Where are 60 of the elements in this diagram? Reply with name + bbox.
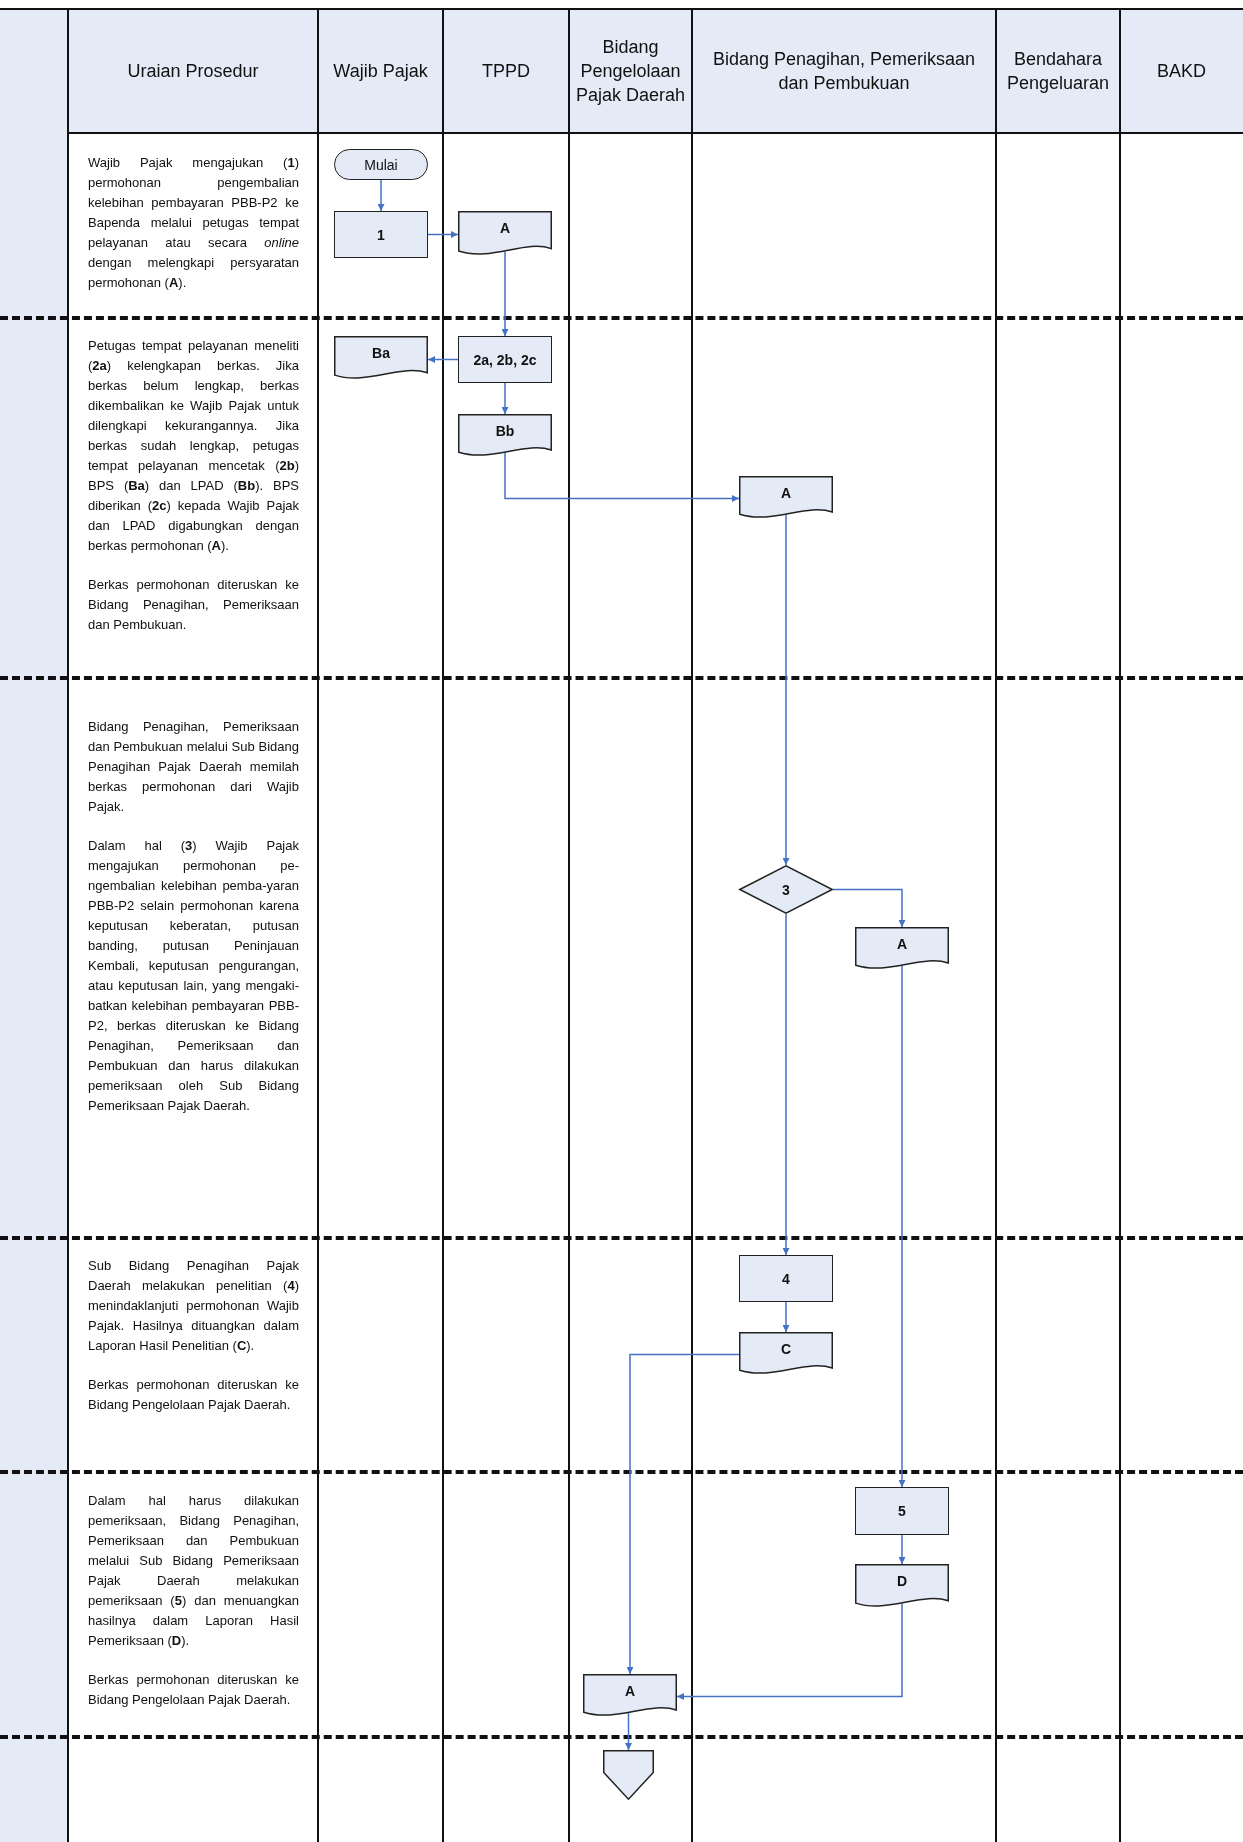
document-shape — [458, 414, 552, 459]
node-label: 1 — [377, 226, 385, 243]
process-box — [739, 1255, 833, 1302]
procedure-text: Berkas permohonan diteruskan ke Bidang Penagihan, Pemeriksaan dan Pembukuan. — [88, 576, 299, 634]
process-box — [855, 1487, 949, 1535]
process-box — [458, 336, 552, 383]
arrow — [832, 888, 906, 928]
node-label: A — [780, 485, 792, 501]
document-shape — [739, 476, 833, 521]
off-page-connector — [603, 1750, 654, 1800]
procedure-text: Sub Bidang Penagihan Pajak Daerah melakukan penelitian (4) menindaklanjuti permohonan Wajib Pajak. Hasilnya dituangkan dalam Laporan Hasil Penelitian (C). — [88, 1257, 299, 1355]
document-shape — [855, 927, 949, 972]
node-label: A — [499, 220, 511, 236]
node-label: 3 — [782, 881, 790, 898]
lane-title: Bidang Penagihan, Pemeriksaan dan Pembukuan — [711, 48, 977, 95]
arrow — [898, 1534, 906, 1565]
node-label: Bb — [495, 423, 515, 439]
arrow — [427, 356, 459, 363]
arrow — [782, 1301, 790, 1333]
arrow — [501, 382, 509, 415]
arrow — [676, 1602, 903, 1700]
arrow — [377, 179, 385, 212]
document-shape — [739, 1332, 833, 1377]
procedure-text: Dalam hal (3) Wajib Pajak mengajukan permohonan pe-ngembalian kelebihan pemba-yaran PBB-P2 selain permohonan karena keputusan keberatan, putusan banding, putusan Peninjauan Kembali, keputusan pengurangan, atau keputusan lain, yang mengaki-batkan kelebihan pembayaran PBB-P2, berkas diteruskan ke Bidang Penagihan, Pemeriksaan dan Pembukuan dan harus dilakukan pemeriksaan oleh Sub Bidang Pemeriksaan Pajak Daerah. — [88, 837, 299, 1115]
terminator-shape — [334, 149, 428, 180]
lane-title: TPPD — [482, 60, 530, 83]
node-label: 5 — [898, 1503, 906, 1519]
document-shape — [583, 1674, 677, 1719]
arrow — [504, 451, 740, 502]
lane-title: BAKD — [1157, 60, 1206, 83]
procedure-text: Dalam hal harus dilakukan pemeriksaan, Bidang Penagihan, Pemeriksaan dan Pembukuan melalui Sub Bidang Pemeriksaan Pajak Daerah melakukan pemeriksaan (5) dan menuangkan hasilnya dalam Laporan Hasil Pemeriksaan (D). — [88, 1492, 299, 1650]
document-shape — [458, 211, 552, 258]
lane-title: Bendahara Pengeluaran — [1005, 48, 1111, 95]
node-label: D — [896, 1573, 908, 1589]
lane-title: Uraian Prosedur — [127, 60, 259, 83]
node-label: A — [624, 1683, 636, 1699]
document-shape — [334, 336, 428, 382]
arrow — [427, 231, 459, 238]
node-label: C — [780, 1341, 792, 1357]
node-label: 2a, 2b, 2c — [473, 351, 537, 368]
process-box — [334, 211, 428, 258]
arrow — [898, 964, 906, 1488]
node-label: 4 — [782, 1270, 790, 1287]
decision-diamond — [739, 865, 833, 914]
arrow — [782, 913, 790, 1256]
procedure-text: Petugas tempat pelayanan meneliti (2a) kelengkapan berkas. Jika berkas belum lengkap, berkas dikembalikan ke Wajib Pajak untuk dilengkapi kekurangannya. Jika berkas sudah lengkap, petugas tempat pelayanan mencetak (2b) BPS (Ba) dan LPAD (Bb). BPS diberikan (2c) kepada Wajib Pajak dan LPAD digabungkan dengan berkas permohonan (A). — [88, 337, 299, 555]
procedure-text: Bidang Penagihan, Pemeriksaan dan Pembukuan melalui Sub Bidang Penagihan Pajak Daerah memilah berkas permohonan dari Wajib Pajak. — [88, 718, 299, 816]
procedure-text: Berkas permohonan diteruskan ke Bidang Pengelolaan Pajak Daerah. — [88, 1376, 299, 1414]
procedure-text: Wajib Pajak mengajukan (1) permohonan pengembalian kelebihan pembayaran PBB-P2 ke Bapenda melalui petugas tempat pelayanan atau secara online dengan melengkapi persyaratan permohonan (A). — [88, 154, 299, 292]
node-label: A — [896, 936, 908, 952]
node-label: Mulai — [364, 156, 398, 173]
arrow — [626, 1353, 740, 1675]
procedure-text: Berkas permohonan diteruskan ke Bidang Pengelolaan Pajak Daerah. — [88, 1671, 299, 1709]
lane-title: Wajib Pajak — [333, 60, 428, 83]
node-label: Ba — [372, 345, 390, 361]
arrow — [625, 1711, 632, 1751]
arrow — [501, 250, 509, 337]
lane-title: Bidang Pengelolaan Pajak Daerah — [574, 36, 687, 107]
document-shape — [855, 1564, 949, 1610]
arrow — [782, 513, 790, 866]
